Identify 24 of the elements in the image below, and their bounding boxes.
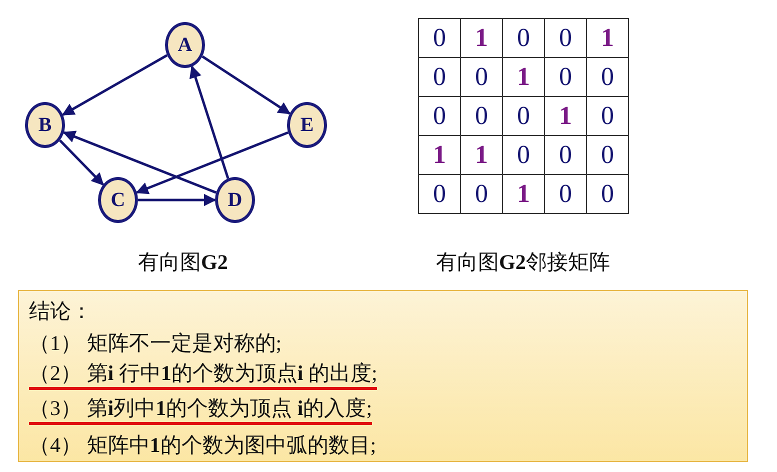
arrow	[62, 54, 168, 116]
matrix-cell: 0	[586, 174, 629, 214]
conclusion-item: （3） 第i列中1的个数为顶点 i的入度;	[29, 394, 372, 425]
arrow	[59, 139, 104, 186]
conclusion-item: （4） 矩阵中1的个数为图中弧的数目;	[29, 432, 376, 459]
arrow	[189, 65, 230, 179]
panel-heading: 结论：	[29, 298, 92, 325]
arrow	[138, 194, 216, 206]
caption: 有向图G2	[138, 249, 228, 276]
arrow	[136, 131, 289, 194]
conclusion-panel	[18, 290, 748, 462]
vertex-ellipse: E	[287, 102, 327, 148]
matrix-cell: 0	[418, 18, 461, 58]
vertex-ellipse: A	[165, 22, 205, 68]
arrow	[202, 55, 291, 115]
arrow	[62, 130, 217, 194]
vertex-ellipse: D	[215, 177, 255, 223]
caption: 有向图G2邻接矩阵	[436, 249, 610, 276]
vertex-ellipse: C	[98, 177, 138, 223]
matrix-cell: 0	[418, 174, 461, 214]
conclusion-item: （1） 矩阵不一定是对称的;	[29, 330, 282, 357]
conclusion-item: （2） 第i 行中1的个数为顶点i 的出度;	[29, 359, 378, 390]
vertex-ellipse: B	[25, 102, 65, 148]
matrix-cell: 1	[586, 18, 629, 58]
